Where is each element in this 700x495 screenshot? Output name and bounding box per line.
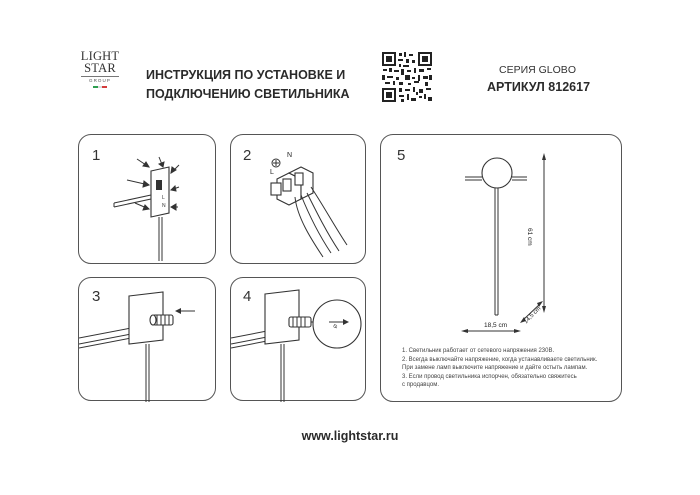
website-link[interactable]: www.lightstar.ru — [301, 429, 399, 443]
step-3-illustration — [79, 291, 195, 402]
page-title: ИНСТРУКЦИЯ ПО УСТАНОВКЕ И ПОДКЛЮЧЕНИЮ СВ… — [146, 66, 350, 104]
step-4-number: 4 — [243, 288, 252, 305]
step-1-panel: 1 L N — [78, 134, 216, 264]
note-line: При замене ламп выключите напряжение и д… — [402, 365, 588, 372]
ground-icon — [271, 158, 281, 168]
qr-code-icon — [381, 51, 433, 103]
step-5-panel: 5 61 cm 18,5 cm 14,5 cm — [380, 134, 622, 402]
height-dimension-label: 61 cm — [526, 228, 533, 246]
svg-text:L: L — [162, 195, 165, 201]
article-label: АРТИКУЛ 812617 — [487, 80, 591, 94]
logo-rule — [81, 76, 119, 77]
step-5-illustration — [461, 153, 546, 333]
step-3-number: 3 — [92, 288, 101, 305]
step-5-number: 5 — [397, 147, 406, 164]
svg-text:N: N — [162, 203, 166, 209]
svg-text:Ø: Ø — [332, 323, 339, 329]
width-dimension-label: 18,5 cm — [484, 322, 508, 329]
title-line2: ПОДКЛЮЧЕНИЮ СВЕТИЛЬНИКА — [146, 87, 350, 101]
series-label: СЕРИЯ GLOBO — [499, 64, 576, 76]
brand-logo: LIGHT STAR GROUP — [80, 50, 120, 104]
step-3-panel: 3 — [78, 277, 216, 402]
neutral-label: N — [287, 152, 293, 159]
title-line1: ИНСТРУКЦИЯ ПО УСТАНОВКЕ И — [146, 68, 346, 82]
note-line: с продавцом. — [402, 382, 439, 389]
logo-group: GROUP — [88, 78, 111, 83]
step-2-panel: 2 N L — [230, 134, 366, 264]
step-2-illustration — [270, 158, 348, 258]
step-1-number: 1 — [92, 147, 101, 164]
step-4-illustration: Ø — [231, 289, 362, 402]
safety-notes: 1. Светильник работает от сетевого напря… — [402, 347, 602, 390]
live-label: L — [270, 169, 274, 176]
note-line: 2. Всегда выключайте напряжение, когда у… — [402, 356, 598, 363]
step-4-panel: 4 Ø — [230, 277, 366, 402]
note-line: 3. Если провод светильника испорчен, обя… — [402, 373, 577, 380]
step-1-illustration: L N — [113, 156, 180, 261]
logo-flag — [93, 86, 108, 88]
note-line: 1. Светильник работает от сетевого напря… — [402, 348, 555, 354]
step-2-number: 2 — [243, 147, 252, 164]
logo-line1: LIGHT — [80, 49, 120, 63]
logo-line2: STAR — [84, 61, 116, 75]
